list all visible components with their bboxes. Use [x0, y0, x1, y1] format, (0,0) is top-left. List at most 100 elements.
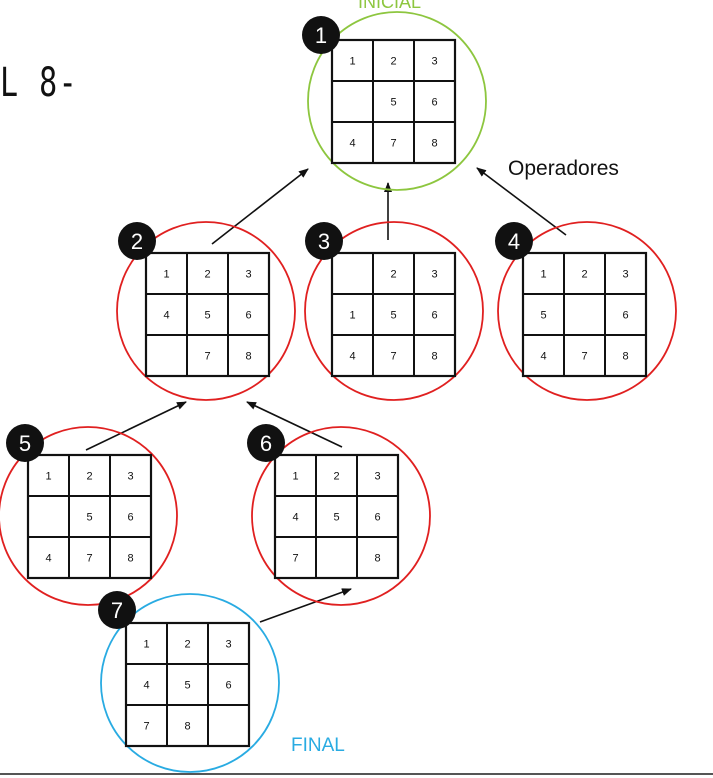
tile-3: 3 [225, 639, 231, 651]
tile-2: 2 [390, 56, 396, 68]
tile-6: 6 [374, 512, 380, 524]
tile-2: 2 [86, 471, 92, 483]
tile-8: 8 [184, 721, 190, 733]
tile-5: 5 [390, 310, 396, 322]
state-node-2: 1 2 3 4 5 6 7 8 2 [116, 221, 296, 401]
tile-7: 7 [204, 351, 210, 363]
tile-4: 4 [349, 351, 355, 363]
tile-7: 7 [86, 553, 92, 565]
tile-1: 1 [349, 56, 355, 68]
step-badge [495, 222, 533, 260]
initial-state-label: INICIAL [358, 0, 422, 12]
puzzle-border [521, 251, 648, 378]
tile-5: 5 [184, 680, 190, 692]
tile-6: 6 [431, 310, 437, 322]
final-state-label: FINAL [291, 735, 345, 756]
step-badge-number: 3 [318, 229, 330, 254]
step-badge-number: 4 [508, 229, 520, 254]
tile-6: 6 [431, 97, 437, 109]
operator-arrow-3 [476, 167, 567, 236]
tile-8: 8 [431, 138, 437, 150]
state-circle [497, 221, 677, 401]
state-circle [100, 593, 280, 773]
operator-arrow-6 [259, 588, 352, 623]
tile-3: 3 [431, 269, 437, 281]
state-node-1: 1 2 3 5 6 4 7 81 [302, 11, 487, 191]
tile-5: 5 [390, 97, 396, 109]
step-badge [305, 222, 343, 260]
state-circle [304, 221, 484, 401]
step-badge-number: 2 [131, 229, 143, 254]
tile-8: 8 [245, 351, 251, 363]
puzzle-border [144, 251, 271, 378]
step-badge [118, 222, 156, 260]
tile-8: 8 [127, 553, 133, 565]
tile-1: 1 [143, 639, 149, 651]
tile-7: 7 [143, 721, 149, 733]
step-badge-number: 6 [260, 431, 272, 456]
tile-4: 4 [163, 310, 169, 322]
tile-1: 1 [163, 269, 169, 281]
tile-5: 5 [86, 512, 92, 524]
operators-label: Operadores [508, 157, 619, 180]
tile-5: 5 [540, 310, 546, 322]
tile-1: 1 [45, 471, 51, 483]
tile-6: 6 [622, 310, 628, 322]
tile-7: 7 [390, 351, 396, 363]
tile-3: 3 [127, 471, 133, 483]
step-badge [6, 424, 44, 462]
tile-1: 1 [349, 310, 355, 322]
state-node-3: 2 3 1 5 6 4 7 8 3 [304, 221, 484, 401]
operator-arrow-4 [85, 401, 187, 451]
puzzle-grid: 1 2 3 5 6 4 7 8 [26, 453, 153, 580]
puzzle-grid: 2 3 1 5 6 4 7 8 [330, 251, 457, 378]
puzzle-grid: 1 2 3 5 6 4 7 8 [521, 251, 648, 378]
tile-4: 4 [540, 351, 546, 363]
tile-4: 4 [143, 680, 149, 692]
bottom-divider [0, 773, 713, 775]
state-circle [116, 221, 296, 401]
state-circle [251, 426, 431, 606]
tile-6: 6 [245, 310, 251, 322]
tile-5: 5 [333, 512, 339, 524]
tile-3: 3 [431, 56, 437, 68]
tile-7: 7 [581, 351, 587, 363]
step-badge-number: 7 [111, 598, 123, 623]
tile-2: 2 [390, 269, 396, 281]
puzzle-grid: 1 2 3 5 6 4 7 8 [330, 38, 457, 165]
tile-5: 5 [204, 310, 210, 322]
puzzle-border [330, 38, 457, 165]
puzzle-border [26, 453, 153, 580]
state-node-4: 1 2 3 5 6 4 7 8 4 [495, 221, 677, 401]
operator-arrow-5 [246, 401, 343, 448]
tile-3: 3 [245, 269, 251, 281]
state-node-5: 1 2 3 5 6 4 7 8 5 [0, 424, 178, 606]
tile-8: 8 [431, 351, 437, 363]
tile-8: 8 [622, 351, 628, 363]
state-circle [307, 11, 487, 191]
tile-4: 4 [45, 553, 51, 565]
tile-1: 1 [540, 269, 546, 281]
state-circle [0, 426, 178, 606]
tile-2: 2 [204, 269, 210, 281]
tile-3: 3 [374, 471, 380, 483]
step-badge-number: 5 [19, 431, 31, 456]
tile-3: 3 [622, 269, 628, 281]
puzzle-border [273, 453, 400, 580]
puzzle-border [124, 621, 251, 748]
tile-4: 4 [349, 138, 355, 150]
tile-8: 8 [374, 553, 380, 565]
puzzle-grid: 1 2 3 4 5 6 7 8 [144, 251, 271, 378]
tile-2: 2 [581, 269, 587, 281]
tile-7: 7 [292, 553, 298, 565]
step-badge [302, 16, 340, 54]
step-badge [247, 424, 285, 462]
tile-7: 7 [390, 138, 396, 150]
puzzle-border [330, 251, 457, 378]
tile-6: 6 [127, 512, 133, 524]
tile-2: 2 [333, 471, 339, 483]
